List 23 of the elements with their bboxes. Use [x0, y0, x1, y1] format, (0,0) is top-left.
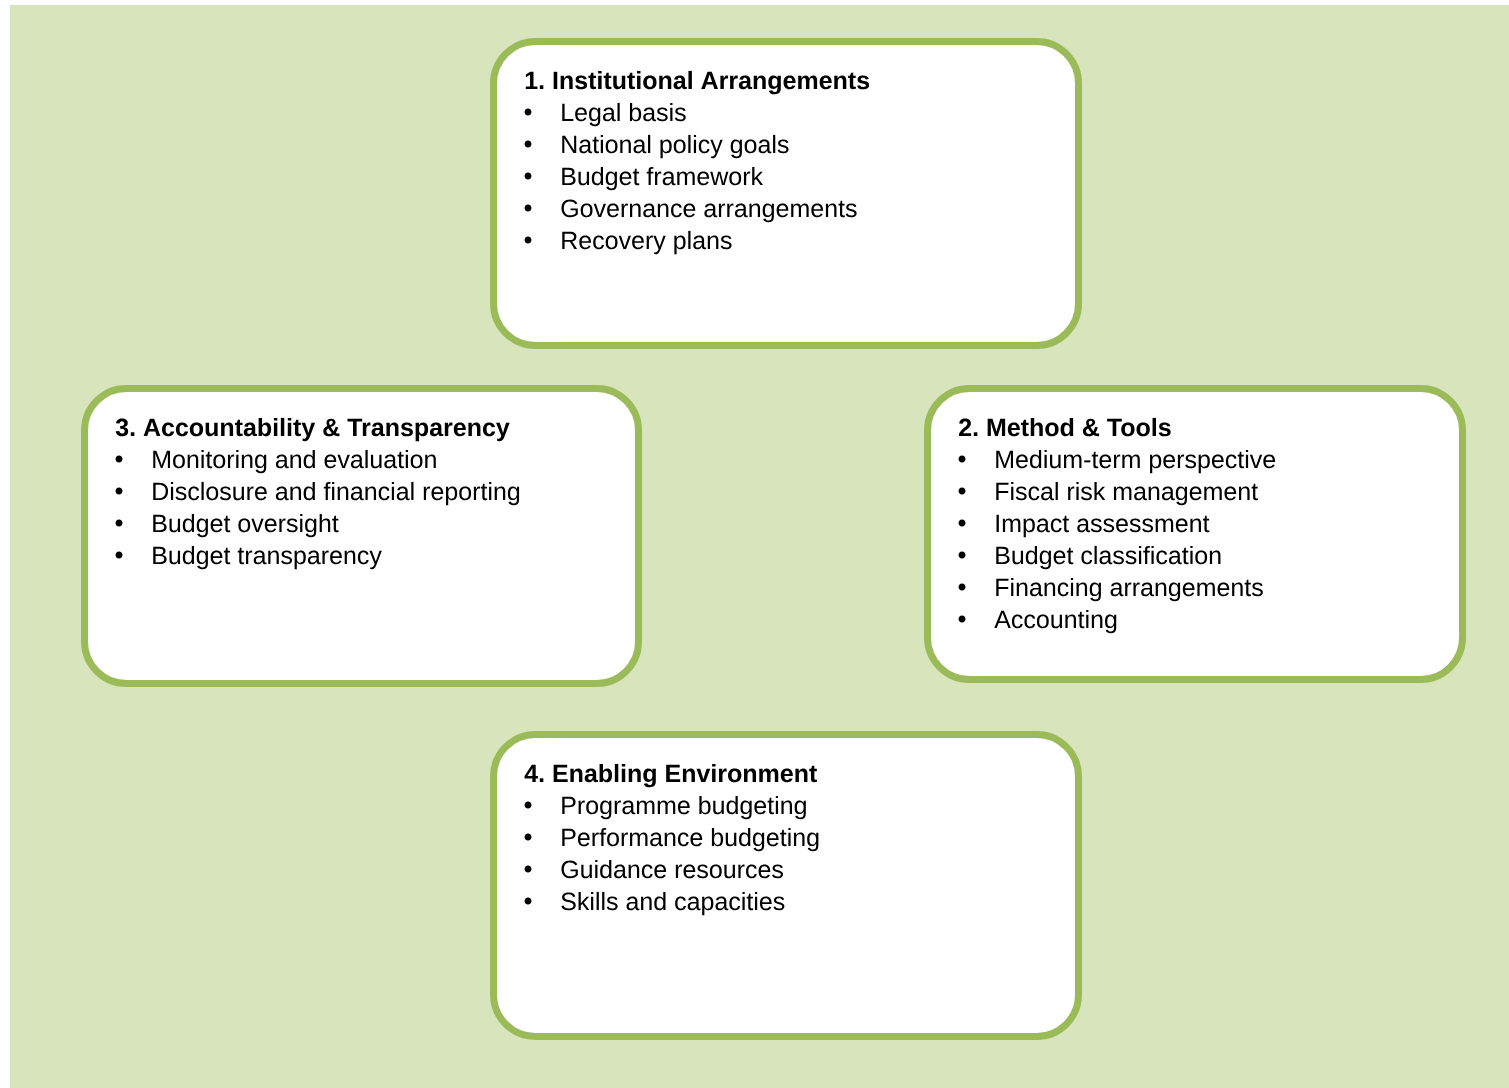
list-item: Programme budgeting — [524, 795, 806, 820]
heading: 3. Accountability & Transparency — [115, 417, 510, 442]
list-item: Accounting — [958, 609, 1117, 634]
list-item: Fiscal risk management — [958, 481, 1258, 506]
list-item: Budget framework — [524, 166, 764, 191]
list-item: Disclosure and financial reporting — [115, 481, 520, 506]
list-item: Governance arrangements — [524, 199, 857, 223]
list-item: Recovery plans — [524, 230, 732, 255]
list-item: Budget classification — [958, 545, 1221, 570]
list-item: Financing arrangements — [958, 577, 1263, 602]
list-item: Budget oversight — [115, 513, 339, 538]
heading: 4. Enabling Environment — [524, 763, 817, 788]
list-item: Impact assessment — [958, 514, 1210, 538]
list-item: Medium-term perspective — [958, 449, 1276, 474]
list-item: Budget transparency — [115, 545, 382, 570]
list-item: Guidance resources — [524, 859, 783, 879]
heading: 1. Institutional Arrangements — [525, 70, 870, 95]
list-item: National policy goals — [524, 134, 789, 159]
list-item: Skills and capacities — [524, 891, 785, 916]
heading: 2. Method & Tools — [959, 417, 1171, 437]
list-item: Legal basis — [524, 102, 686, 127]
list-item: Performance budgeting — [524, 827, 819, 852]
list-item: Monitoring and evaluation — [115, 449, 436, 474]
